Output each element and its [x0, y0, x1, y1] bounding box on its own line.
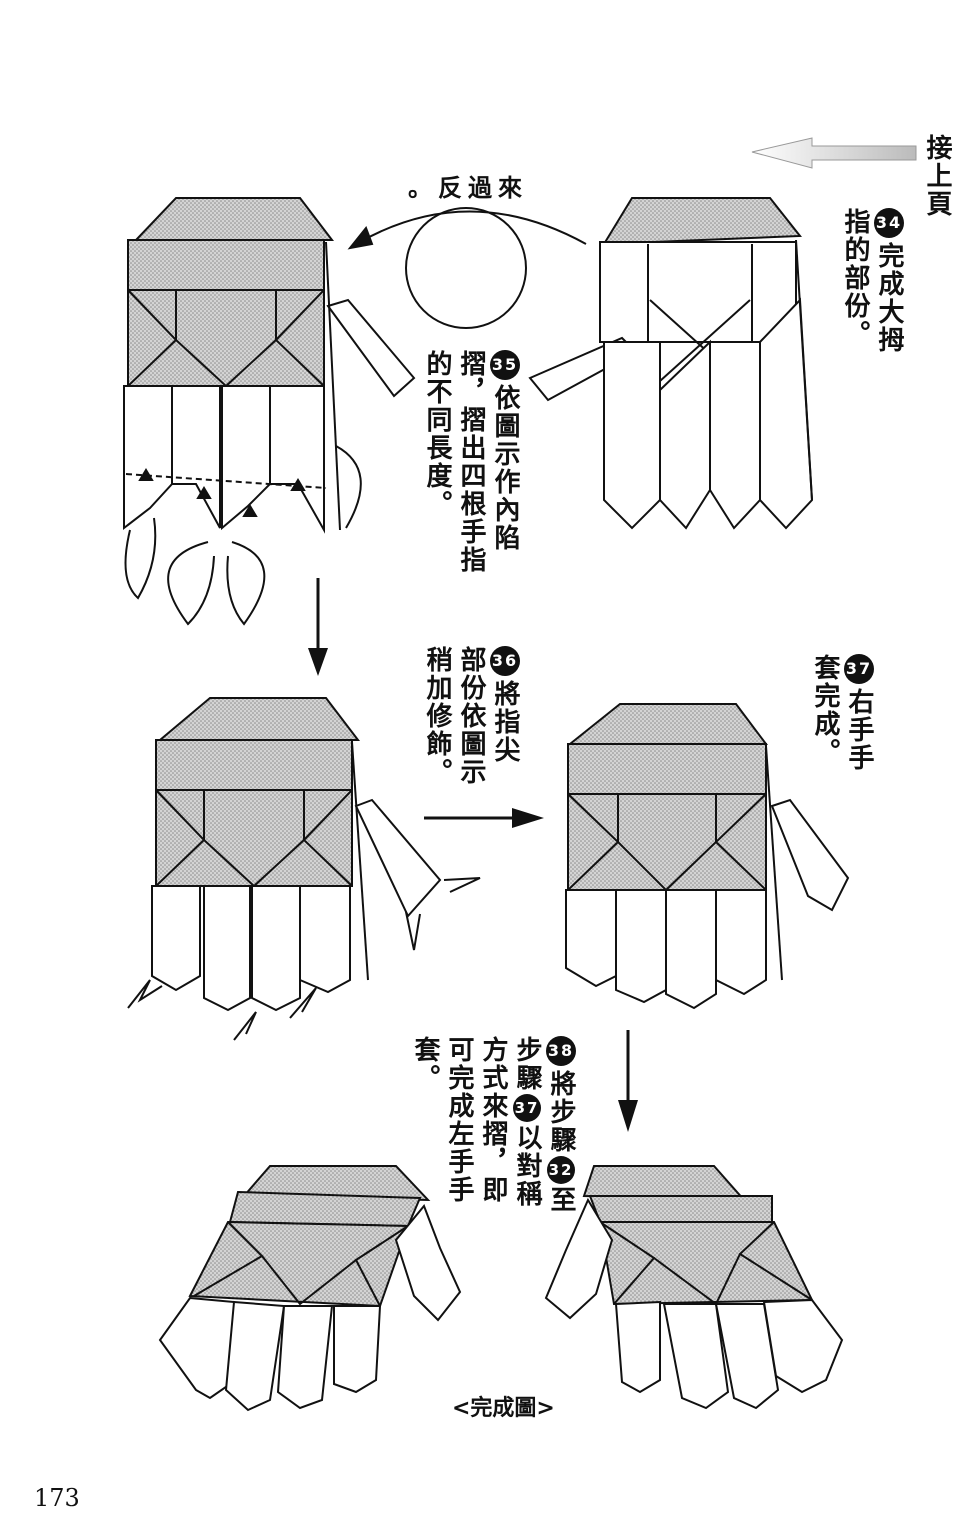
step34-glove — [528, 197, 814, 530]
step35-glove — [123, 197, 416, 626]
finished-left-glove — [158, 1165, 462, 1412]
step36-glove — [127, 697, 481, 1041]
step-number-badge: 37 — [844, 654, 874, 684]
step-34-instruction: 34完成大拇指的部份。 — [838, 208, 906, 368]
step-38-text-d: 以對稱方式來摺，即可完成左手手套。 — [410, 1036, 542, 1208]
down-arrow-icon — [308, 578, 328, 676]
step-38-text-a: 將步驟 — [546, 1070, 576, 1154]
down-arrow-icon-2 — [618, 1030, 638, 1132]
finished-right-glove — [544, 1165, 844, 1410]
flip-over-arrow-icon — [347, 207, 587, 329]
step37-glove — [565, 703, 850, 1010]
right-arrow-icon — [424, 808, 544, 828]
step-number-badge: 38 — [546, 1036, 576, 1066]
step-36-instruction: 36將指尖部份依圖示稍加修飾。 — [420, 646, 522, 786]
step-37-text: 右手手套完成。 — [810, 654, 874, 772]
step-38-instruction: 38 將步驟32至 步驟37以對稱方式來摺，即可完成左手手套。 — [408, 1036, 578, 1226]
step-36-text: 將指尖部份依圖示稍加修飾。 — [422, 646, 520, 786]
step-ref-badge-2: 37 — [513, 1094, 541, 1122]
step-38-text-c: 步驟 — [512, 1036, 542, 1092]
step-38-text-b: 至 — [546, 1186, 576, 1214]
continue-arrow-icon — [751, 137, 917, 169]
step-ref-badge: 32 — [547, 1156, 575, 1184]
step-35-instruction: 35依圖示作內陷摺，摺出四根手指的不同長度。 — [420, 350, 522, 576]
step-number-badge: 35 — [490, 350, 520, 380]
flip-label: 反過來。 — [408, 174, 528, 202]
step-34-text: 完成大拇指的部份。 — [840, 208, 904, 354]
step-number-badge: 34 — [874, 208, 904, 238]
continued-label: 接上頁 — [922, 134, 952, 218]
page-number: 173 — [34, 1484, 80, 1512]
step-35-text: 依圖示作內陷摺，摺出四根手指的不同長度。 — [422, 350, 520, 574]
step-number-badge: 36 — [490, 646, 520, 676]
step-37-instruction: 37右手手套完成。 — [808, 654, 876, 794]
figure-caption: <完成圖> — [452, 1396, 555, 1421]
